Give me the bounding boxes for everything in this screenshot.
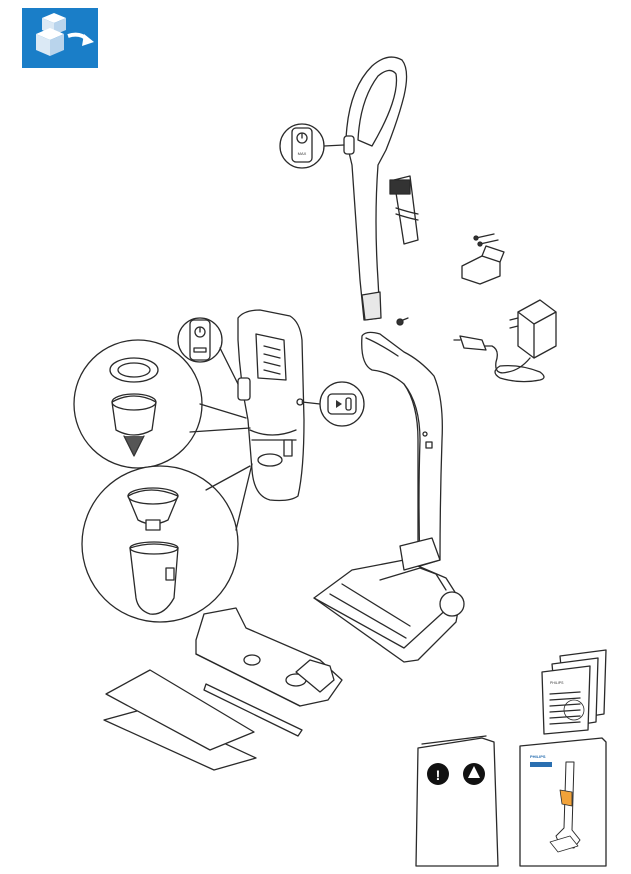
power-button-callout — [279, 123, 345, 169]
max-label: MAX — [298, 151, 307, 156]
play-button-callout — [301, 381, 365, 427]
cleaning-stick — [203, 683, 303, 737]
microfiber-cloths — [103, 669, 257, 771]
unbox-badge — [22, 8, 98, 68]
floor-nozzle — [313, 537, 465, 663]
handheld-power-callout — [177, 317, 239, 385]
vacuum-handle — [343, 56, 408, 321]
unbox-icon — [36, 13, 94, 56]
screws — [473, 233, 499, 247]
filter-detail-circle — [73, 339, 251, 469]
handheld-vacuum — [237, 309, 305, 502]
leaflet-stack — [541, 649, 607, 735]
wall-bracket — [461, 245, 505, 285]
warning-symbol: ! — [436, 767, 441, 783]
charging-base — [195, 607, 343, 707]
vacuum-stick-body — [361, 331, 443, 567]
leaflet-brand-text: PHILIPS — [550, 681, 564, 685]
safety-booklet — [415, 735, 499, 867]
power-adapter — [453, 299, 557, 383]
user-manual — [519, 737, 607, 867]
manual-brand-text: PHILIPS — [530, 754, 546, 759]
wall-bracket-strap — [389, 175, 419, 245]
dustbin-detail-circle — [81, 463, 253, 623]
small-screw — [396, 317, 409, 326]
